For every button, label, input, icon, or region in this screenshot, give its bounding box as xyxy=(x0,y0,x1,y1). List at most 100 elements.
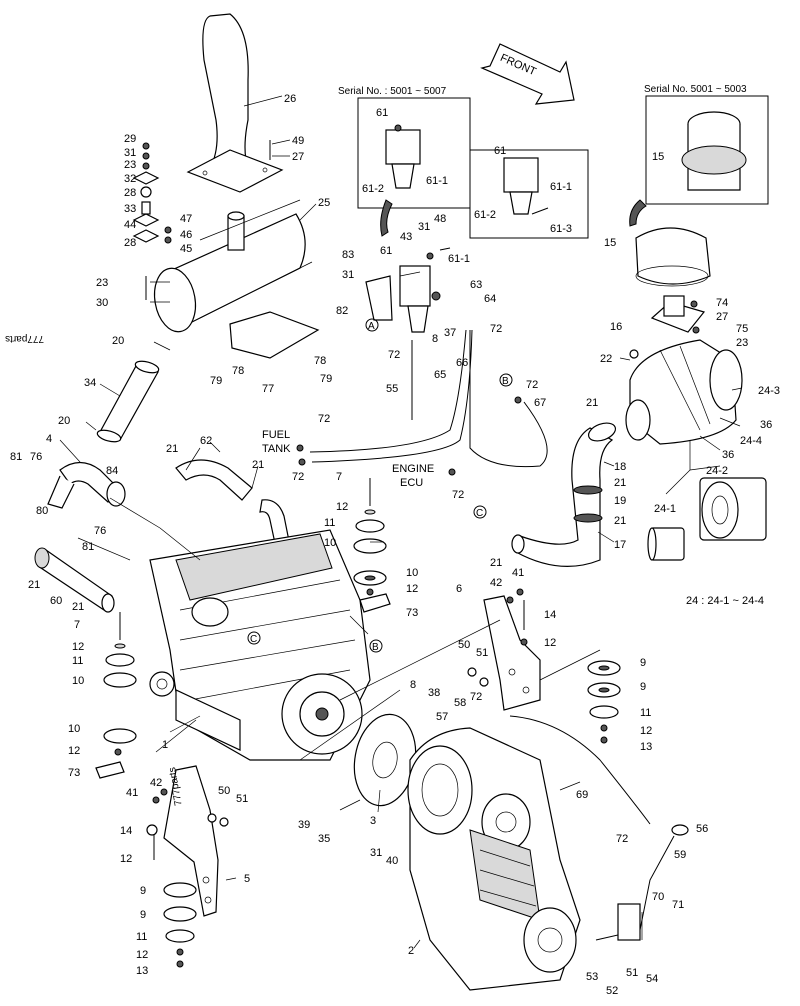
callout-13b: 13 xyxy=(136,965,148,977)
callout-37: 37 xyxy=(444,327,456,339)
callout-61-1c: 61-1 xyxy=(448,253,470,265)
callout-31c: 31 xyxy=(342,269,354,281)
callout-66: 66 xyxy=(456,357,468,369)
serial-range-right: Serial No. 5001 ~ 5003 xyxy=(644,84,747,95)
callout-72c: 72 xyxy=(526,379,538,391)
serial-inset-right xyxy=(629,95,769,227)
bracket-bolts-14 xyxy=(467,588,528,687)
muffler xyxy=(153,199,313,333)
callout-42b: 42 xyxy=(150,777,162,789)
callout-2: 2 xyxy=(408,945,414,957)
marker-c-engine: C xyxy=(247,631,261,645)
air-cleaner-housing xyxy=(625,339,743,445)
callout-12f: 12 xyxy=(640,725,652,737)
callout-38: 38 xyxy=(428,687,440,699)
callout-25: 25 xyxy=(318,197,330,209)
callout-31b: 31 xyxy=(418,221,430,233)
serial-inset-left xyxy=(357,97,471,237)
callout-55: 55 xyxy=(386,383,398,395)
callout-61-3: 61-3 xyxy=(550,223,572,235)
callout-77: 77 xyxy=(262,383,274,395)
callout-36b: 36 xyxy=(722,449,734,461)
callout-12d: 12 xyxy=(406,583,418,595)
callout-20b: 20 xyxy=(58,415,70,427)
callout-32: 32 xyxy=(124,173,136,185)
callout-21e: 21 xyxy=(586,397,598,409)
callout-72f: 72 xyxy=(452,489,464,501)
callout-23c: 23 xyxy=(736,337,748,349)
callout-12: 12 xyxy=(72,641,84,653)
engine-mount-right-stack xyxy=(353,478,391,613)
callout-27: 27 xyxy=(292,151,304,163)
callout-11d: 11 xyxy=(136,931,147,943)
callout-61-1a: 61-1 xyxy=(426,175,448,187)
callout-9d: 9 xyxy=(140,909,146,921)
callout-3: 3 xyxy=(370,815,376,827)
callout-47: 47 xyxy=(180,213,192,225)
callout-12b: 12 xyxy=(68,745,80,757)
callout-30: 30 xyxy=(96,297,108,309)
callout-75: 75 xyxy=(736,323,748,335)
callout-17: 17 xyxy=(614,539,626,551)
callout-76b: 76 xyxy=(94,525,106,537)
callout-61b: 61 xyxy=(494,145,506,157)
callout-81: 81 xyxy=(10,451,22,463)
callout-61-2a: 61-2 xyxy=(362,183,384,195)
callout-59: 59 xyxy=(674,849,686,861)
callout-21g: 21 xyxy=(614,515,626,527)
callout-72h: 72 xyxy=(616,833,628,845)
transmission-mount-right-stack xyxy=(587,660,621,744)
serial-range-left: Serial No. : 5001 ~ 5007 xyxy=(338,86,447,97)
svg-text:A: A xyxy=(368,321,375,332)
callout-81b: 81 xyxy=(82,541,94,553)
callout-11c: 11 xyxy=(640,707,651,719)
callout-11b: 11 xyxy=(324,517,335,529)
callout-5: 5 xyxy=(244,873,250,885)
callout-79b: 79 xyxy=(320,373,332,385)
callout-21d: 21 xyxy=(72,601,84,613)
callout-14: 14 xyxy=(544,609,556,621)
engine-ecu-label-line1: ENGINE xyxy=(392,463,434,475)
callout-29: 29 xyxy=(124,133,136,145)
marker-b-upper: B xyxy=(499,373,513,387)
callout-74: 74 xyxy=(716,297,728,309)
callout-42: 42 xyxy=(490,577,502,589)
callout-78b: 78 xyxy=(314,355,326,367)
callout-numbers: 26 49 27 29 31 23 32 28 33 44 28 47 46 4… xyxy=(10,93,780,997)
callout-28b: 28 xyxy=(124,237,136,249)
callout-6: 6 xyxy=(456,583,462,595)
callout-24-3: 24-3 xyxy=(758,385,780,397)
intake-hose-62 xyxy=(175,459,253,501)
callout-72d: 72 xyxy=(318,413,330,425)
callout-28: 28 xyxy=(124,187,136,199)
marker-b-lower: B xyxy=(369,639,383,653)
callout-78: 78 xyxy=(232,365,244,377)
callout-53: 53 xyxy=(586,971,598,983)
muffler-mount-hardware xyxy=(132,140,271,300)
callout-48: 48 xyxy=(434,213,446,225)
callout-82: 82 xyxy=(336,305,348,317)
callout-27b: 27 xyxy=(716,311,728,323)
callout-65: 65 xyxy=(434,369,446,381)
callout-12c: 12 xyxy=(336,501,348,513)
callout-36a: 36 xyxy=(760,419,772,431)
serial-inset-middle xyxy=(469,149,589,239)
callout-21c: 21 xyxy=(28,579,40,591)
callout-15a: 15 xyxy=(652,151,664,163)
callout-4: 4 xyxy=(46,433,52,445)
callout-9a: 9 xyxy=(640,657,646,669)
callout-24-1: 24-1 xyxy=(654,503,676,515)
callout-50: 50 xyxy=(458,639,470,651)
svg-text:C: C xyxy=(476,508,483,519)
callout-61c: 61 xyxy=(380,245,392,257)
callout-51b: 51 xyxy=(626,967,638,979)
callout-72b: 72 xyxy=(388,349,400,361)
callout-12h: 12 xyxy=(136,949,148,961)
callout-73b: 73 xyxy=(406,607,418,619)
callout-72g: 72 xyxy=(470,691,482,703)
callout-58: 58 xyxy=(454,697,466,709)
flexible-exhaust-pipe xyxy=(96,360,160,443)
svg-text:C: C xyxy=(250,634,257,645)
marker-a: A xyxy=(365,318,379,332)
engine-pulley xyxy=(149,671,175,697)
